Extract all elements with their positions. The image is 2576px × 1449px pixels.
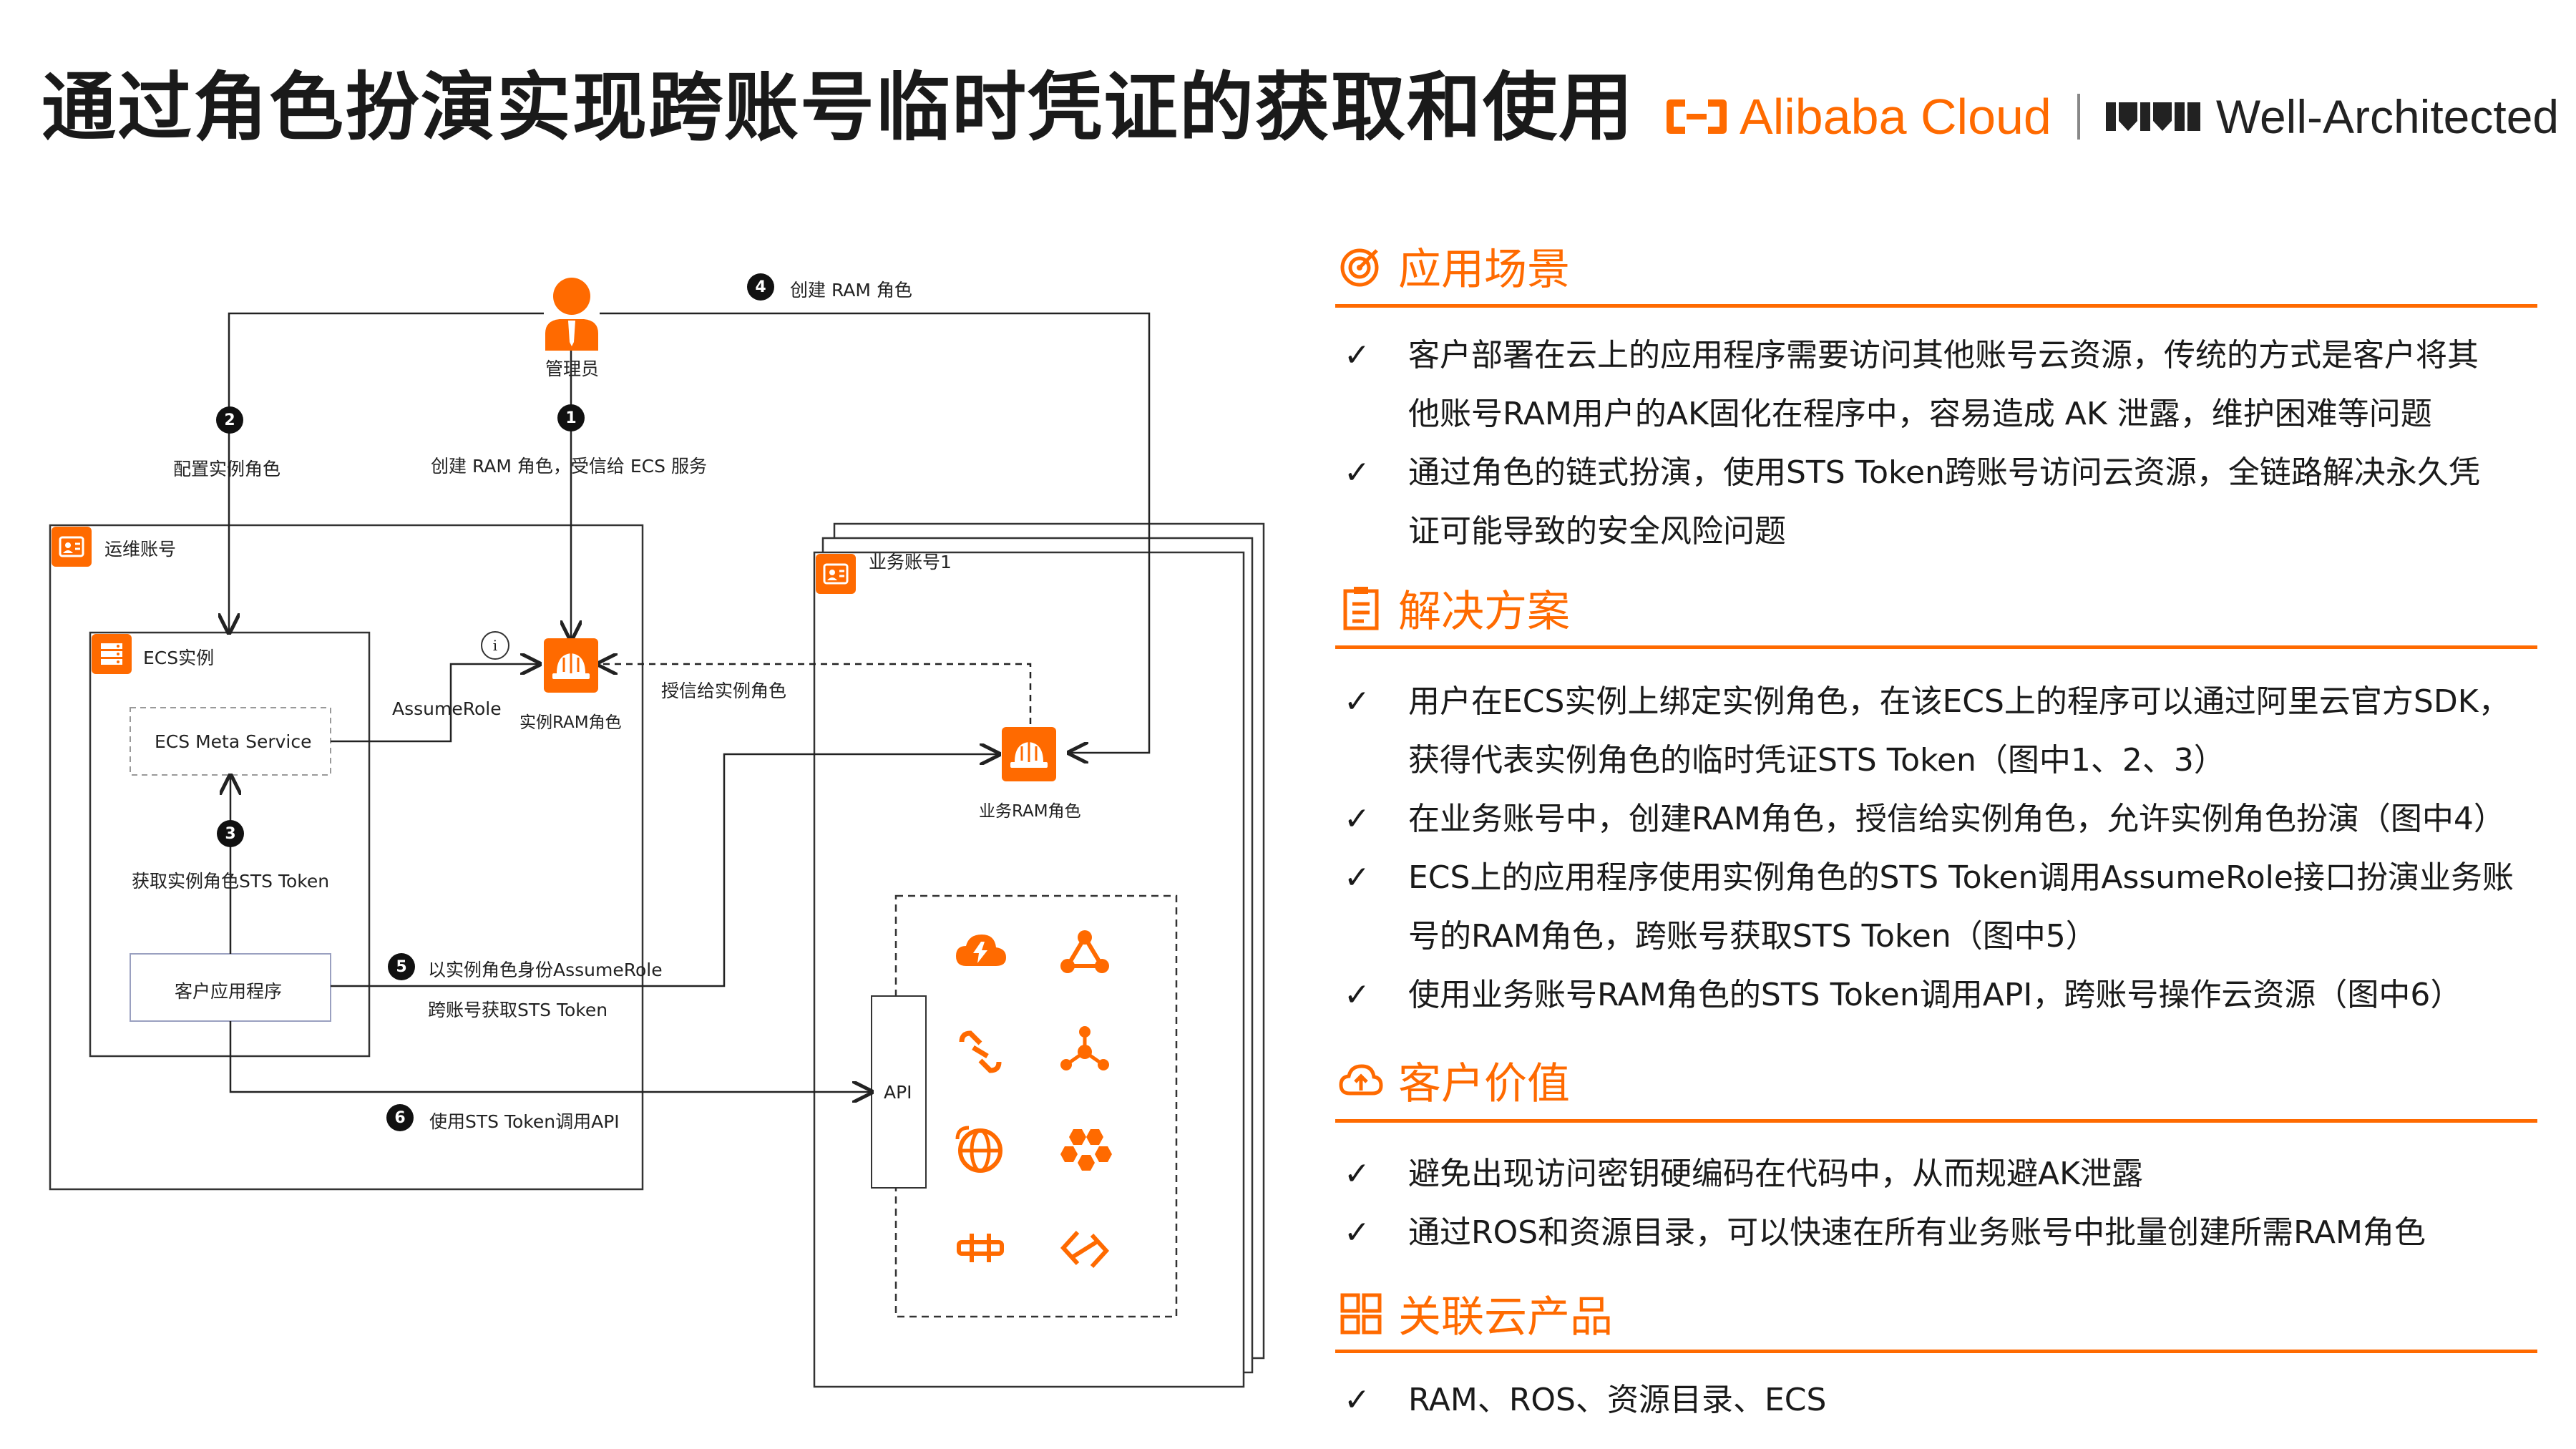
bullet-line: 用户在ECS实例上绑定实例角色，在该ECS上的程序可以通过阿里云官方SDK， (1408, 683, 2510, 720)
section-products-header: 关联云产品 (1338, 1282, 1613, 1345)
solution-bullet-4: ✓ 使用业务账号RAM角色的STS Token调用API，跨账号操作云资源（图中… (1344, 966, 2532, 1025)
architecture-diagram: 管理员 4 创建 RAM 角色 2 配置实例角色 1 创建 RAM 角色，受信给… (49, 273, 1265, 1388)
step-1-label: 创建 RAM 角色，受信给 ECS 服务 (431, 456, 707, 477)
cloud-upload-service-icon (956, 935, 1006, 966)
bullet-line: 客户部署在云上的应用程序需要访问其他账号云资源，传统的方式是客户将其 (1408, 337, 2479, 374)
section-value-divider (1335, 1119, 2537, 1123)
section-products-divider (1335, 1350, 2537, 1353)
network-service-icon (1060, 930, 1109, 973)
business-account-label: 业务账号1 (869, 552, 952, 572)
bullet-line: 使用业务账号RAM角色的STS Token调用API，跨账号操作云资源（图中6） (1408, 977, 2462, 1013)
step-2-badge: 2 (216, 406, 243, 434)
instance-ram-role-icon (544, 638, 598, 693)
value-bullet-1: ✓ 避免出现访问密钥硬编码在代码中，从而规避AK泄露 (1344, 1145, 2532, 1204)
step-5-badge: 5 (388, 953, 415, 980)
step-5-label-2: 跨账号获取STS Token (428, 1000, 608, 1020)
scenario-bullet-1: ✓ 客户部署在云上的应用程序需要访问其他账号云资源，传统的方式是客户将其 他账号… (1344, 326, 2532, 444)
section-value-title: 客户价值 (1398, 1059, 1570, 1109)
diagram-connectors (49, 312, 1265, 1388)
check-icon: ✓ (1344, 859, 1370, 896)
alibaba-cloud-text: Alibaba Cloud (1740, 89, 2051, 145)
admin-user-icon (545, 278, 598, 351)
ops-account-label: 运维账号 (104, 539, 177, 560)
bullet-line: 他账号RAM用户的AK固化在程序中，容易造成 AK 泄露，维护困难等问题 (1408, 396, 2432, 432)
step-3-badge: 3 (217, 820, 244, 847)
grid-icon (1340, 1293, 1382, 1334)
brand-divider (2077, 94, 2080, 140)
section-products-title: 关联云产品 (1398, 1292, 1613, 1342)
bullet-line: 通过角色的链式扮演，使用STS Token跨账号访问云资源，全链路解决永久凭 (1408, 454, 2480, 491)
business-ram-role-label: 业务RAM角色 (979, 802, 1081, 821)
bullet-line: 获得代表实例角色的临时凭证STS Token（图中1、2、3） (1408, 742, 2225, 779)
check-icon: ✓ (1344, 1214, 1370, 1251)
step-3-label: 获取实例角色STS Token (132, 871, 330, 892)
bullet-line: RAM、ROS、资源目录、ECS (1408, 1382, 1827, 1418)
step-2-label: 配置实例角色 (173, 459, 281, 479)
business-ram-role-icon (1002, 727, 1056, 781)
bullet-line: 号的RAM角色，跨账号获取STS Token（图中5） (1408, 918, 2097, 955)
admin-label: 管理员 (545, 358, 600, 379)
well-architected-mark-icon (2105, 102, 2200, 131)
section-solution-divider (1335, 645, 2537, 649)
step-4-label: 创建 RAM 角色 (790, 280, 912, 301)
scenario-bullet-2: ✓ 通过角色的链式扮演，使用STS Token跨账号访问云资源，全链路解决永久凭… (1344, 444, 2532, 561)
step-5-label: 以实例角色身份AssumeRole (428, 960, 663, 980)
solution-bullet-2: ✓ 在业务账号中，创建RAM角色，授信给实例角色，允许实例角色扮演（图中4） (1344, 790, 2532, 849)
alibaba-cloud-logo: Alibaba Cloud (1664, 88, 2051, 145)
well-architected-text: Well-Architected (2215, 90, 2560, 143)
section-solution-header: 解决方案 (1338, 577, 1570, 639)
bullet-line: 避免出现访问密钥硬编码在代码中，从而规避AK泄露 (1408, 1156, 2143, 1192)
solution-bullet-3: ✓ ECS上的应用程序使用实例角色的STS Token调用AssumeRole接… (1344, 849, 2532, 966)
section-scenario-header: 应用场景 (1338, 235, 1570, 297)
section-value-header: 客户价值 (1338, 1049, 1570, 1111)
cloud-upload-icon (1339, 1063, 1383, 1095)
check-icon: ✓ (1344, 1156, 1370, 1192)
check-icon: ✓ (1344, 801, 1370, 837)
ecs-instance-label: ECS实例 (143, 648, 215, 668)
check-icon: ✓ (1344, 977, 1370, 1013)
globe-service-icon (955, 1126, 1002, 1173)
step-6-label: 使用STS Token调用API (429, 1111, 620, 1132)
gateway-service-icon (957, 1234, 1004, 1262)
trust-instance-role-label: 授信给实例角色 (661, 680, 787, 701)
client-app-label: 客户应用程序 (175, 981, 283, 1002)
ecs-instance-icon (92, 634, 132, 674)
value-bullet-2: ✓ 通过ROS和资源目录，可以快速在所有业务账号中批量创建所需RAM角色 (1344, 1204, 2532, 1262)
section-solution-title: 解决方案 (1398, 587, 1570, 637)
ops-account-icon (52, 527, 92, 567)
hexagons-service-icon (1060, 1129, 1112, 1171)
share-service-icon (1060, 1026, 1109, 1070)
check-icon: ✓ (1344, 1382, 1370, 1418)
meta-service-label: ECS Meta Service (155, 731, 312, 752)
link-service-icon (959, 1030, 1002, 1073)
step-4-badge: 4 (747, 273, 774, 301)
document-icon (1343, 586, 1379, 630)
info-icon[interactable]: i (481, 631, 509, 660)
assume-role-label: AssumeRole (392, 698, 502, 719)
bullet-line: 通过ROS和资源目录，可以快速在所有业务账号中批量创建所需RAM角色 (1408, 1214, 2426, 1251)
business-account-icon (816, 554, 856, 594)
check-icon: ✓ (1344, 337, 1370, 374)
well-architected-logo: Well-Architected (2105, 89, 2560, 144)
section-scenario-divider (1335, 304, 2537, 308)
alibaba-cloud-mark-icon (1667, 99, 1727, 134)
bullet-line: 证可能导致的安全风险问题 (1408, 513, 1786, 550)
integration-service-icon (1060, 1230, 1110, 1269)
page-title: 通过角色扮演实现跨账号临时凭证的获取和使用 (42, 64, 1635, 151)
step-1-badge: 1 (557, 404, 585, 431)
check-icon: ✓ (1344, 683, 1370, 720)
check-icon: ✓ (1344, 454, 1370, 491)
bullet-line: ECS上的应用程序使用实例角色的STS Token调用AssumeRole接口扮… (1408, 859, 2514, 896)
target-icon (1340, 248, 1379, 286)
api-label: API (884, 1082, 912, 1103)
products-bullet-1: ✓ RAM、ROS、资源目录、ECS (1344, 1371, 2532, 1430)
bullet-line: 在业务账号中，创建RAM角色，授信给实例角色，允许实例角色扮演（图中4） (1408, 801, 2505, 837)
section-scenario-title: 应用场景 (1398, 245, 1570, 295)
solution-bullet-1: ✓ 用户在ECS实例上绑定实例角色，在该ECS上的程序可以通过阿里云官方SDK，… (1344, 673, 2532, 790)
step-6-badge: 6 (386, 1104, 414, 1131)
brand-bar: Alibaba Cloud Well-Architected (1664, 84, 2559, 149)
instance-ram-role-label: 实例RAM角色 (519, 713, 622, 732)
